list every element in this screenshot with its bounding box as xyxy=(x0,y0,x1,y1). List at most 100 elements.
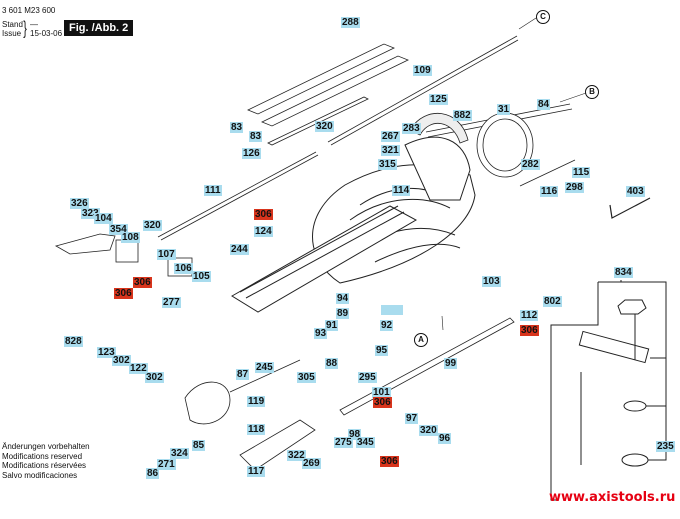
part-label-283[interactable]: 283 xyxy=(402,123,421,134)
stand-issue-labels: Stand Issue xyxy=(2,20,23,38)
part-label-108[interactable]: 108 xyxy=(121,232,140,243)
part-label-89[interactable]: 89 xyxy=(336,308,350,319)
part-label-93[interactable]: 93 xyxy=(314,328,328,339)
callout-a: A xyxy=(414,333,428,347)
part-label-98[interactable]: 98 xyxy=(348,429,362,440)
swivel-disc xyxy=(476,112,534,178)
part-label-298[interactable]: 298 xyxy=(565,182,584,193)
callout-b: B xyxy=(585,85,599,99)
part-label-112[interactable]: 112 xyxy=(520,310,539,321)
part-label-306-handle-right[interactable]: 306 xyxy=(133,277,152,288)
turntable-base xyxy=(231,136,476,313)
part-label-306-handle-left[interactable]: 306 xyxy=(114,288,133,299)
part-label-295[interactable]: 295 xyxy=(358,372,377,383)
part-label-302-upper[interactable]: 302 xyxy=(112,355,131,366)
part-label-320-lower[interactable]: 320 xyxy=(419,425,438,436)
issue-label: Issue xyxy=(2,29,22,38)
callout-c: C xyxy=(536,10,550,24)
part-label-126[interactable]: 126 xyxy=(242,148,261,159)
part-label-97[interactable]: 97 xyxy=(405,413,419,424)
note-fr: Modifications réservées xyxy=(2,461,87,470)
part-label-802[interactable]: 802 xyxy=(543,296,562,307)
part-label-116[interactable]: 116 xyxy=(540,186,559,197)
part-label-blank xyxy=(381,305,403,315)
brace-glyph: } xyxy=(23,18,27,38)
part-label-104[interactable]: 104 xyxy=(94,213,113,224)
part-label-275[interactable]: 275 xyxy=(334,437,353,448)
website-link[interactable]: www.axistools.ru xyxy=(549,490,676,505)
part-label-244[interactable]: 244 xyxy=(230,244,249,255)
clamp-bracket-834 xyxy=(550,280,667,501)
handwheel xyxy=(184,359,301,425)
part-label-345[interactable]: 345 xyxy=(356,437,375,448)
part-label-245[interactable]: 245 xyxy=(255,362,274,373)
leader-lines xyxy=(441,17,587,331)
part-label-302-lower[interactable]: 302 xyxy=(145,372,164,383)
part-label-322[interactable]: 322 xyxy=(287,450,306,461)
part-label-828[interactable]: 828 xyxy=(64,336,83,347)
note-de: Änderungen vorbehalten xyxy=(2,442,90,451)
part-label-107[interactable]: 107 xyxy=(157,249,176,260)
part-label-95[interactable]: 95 xyxy=(375,345,389,356)
issue-value: 15-03-06 xyxy=(30,29,63,38)
part-label-115[interactable]: 115 xyxy=(572,167,591,178)
hex-key xyxy=(609,197,651,219)
part-label-96[interactable]: 96 xyxy=(438,433,452,444)
part-label-88[interactable]: 88 xyxy=(325,358,339,369)
part-label-84[interactable]: 84 xyxy=(537,99,551,110)
part-label-109[interactable]: 109 xyxy=(413,65,432,76)
part-label-269[interactable]: 269 xyxy=(302,458,321,469)
part-label-282[interactable]: 282 xyxy=(521,159,540,170)
part-label-103[interactable]: 103 xyxy=(482,276,501,287)
part-label-119[interactable]: 119 xyxy=(247,396,266,407)
part-label-83-lower[interactable]: 83 xyxy=(249,131,263,142)
part-label-326[interactable]: 326 xyxy=(70,198,89,209)
stand-issue-values: — 15-03-06 xyxy=(30,20,62,38)
part-label-305[interactable]: 305 xyxy=(297,372,316,383)
part-label-834[interactable]: 834 xyxy=(614,267,633,278)
part-label-114[interactable]: 114 xyxy=(392,185,411,196)
part-label-267[interactable]: 267 xyxy=(381,131,400,142)
part-label-92[interactable]: 92 xyxy=(380,320,394,331)
part-label-91[interactable]: 91 xyxy=(325,320,339,331)
part-label-321[interactable]: 321 xyxy=(381,145,400,156)
part-label-101[interactable]: 101 xyxy=(372,387,391,398)
part-label-306-fence[interactable]: 306 xyxy=(254,209,273,220)
part-label-124[interactable]: 124 xyxy=(254,226,273,237)
part-label-306-knob[interactable]: 306 xyxy=(380,456,399,467)
part-label-99[interactable]: 99 xyxy=(444,358,458,369)
figure-label: Fig. /Abb. 2 xyxy=(64,20,134,36)
part-label-123[interactable]: 123 xyxy=(97,347,116,358)
part-label-323[interactable]: 323 xyxy=(81,208,100,219)
part-label-83-upper[interactable]: 83 xyxy=(230,122,244,133)
part-label-94[interactable]: 94 xyxy=(336,293,350,304)
document-code: 3 601 M23 600 xyxy=(2,6,56,15)
part-label-320-left[interactable]: 320 xyxy=(143,220,162,231)
part-label-354[interactable]: 354 xyxy=(109,224,128,235)
part-label-324[interactable]: 324 xyxy=(170,448,189,459)
part-label-125[interactable]: 125 xyxy=(429,94,448,105)
part-label-271[interactable]: 271 xyxy=(157,459,176,470)
part-label-106[interactable]: 106 xyxy=(174,263,193,274)
part-label-235[interactable]: 235 xyxy=(656,441,675,452)
note-en: Modifications reserved xyxy=(2,451,83,461)
part-label-882[interactable]: 882 xyxy=(453,110,472,121)
part-label-105[interactable]: 105 xyxy=(192,271,211,282)
part-label-117[interactable]: 117 xyxy=(247,466,266,477)
part-label-315[interactable]: 315 xyxy=(378,159,397,170)
part-label-277[interactable]: 277 xyxy=(162,297,181,308)
part-label-86[interactable]: 86 xyxy=(146,468,160,479)
part-label-111[interactable]: 111 xyxy=(204,185,222,196)
stand-value: — xyxy=(30,20,38,29)
part-label-320-top[interactable]: 320 xyxy=(315,121,334,132)
stand-label: Stand xyxy=(2,20,23,29)
part-label-31[interactable]: 31 xyxy=(497,104,511,115)
part-label-85[interactable]: 85 xyxy=(192,440,206,451)
part-label-87[interactable]: 87 xyxy=(236,369,250,380)
part-label-118[interactable]: 118 xyxy=(247,424,266,435)
part-label-403[interactable]: 403 xyxy=(626,186,645,197)
part-label-306-rail[interactable]: 306 xyxy=(520,325,539,336)
part-label-122[interactable]: 122 xyxy=(129,363,148,374)
part-label-288[interactable]: 288 xyxy=(341,17,360,28)
part-label-306-lever[interactable]: 306 xyxy=(373,397,392,408)
